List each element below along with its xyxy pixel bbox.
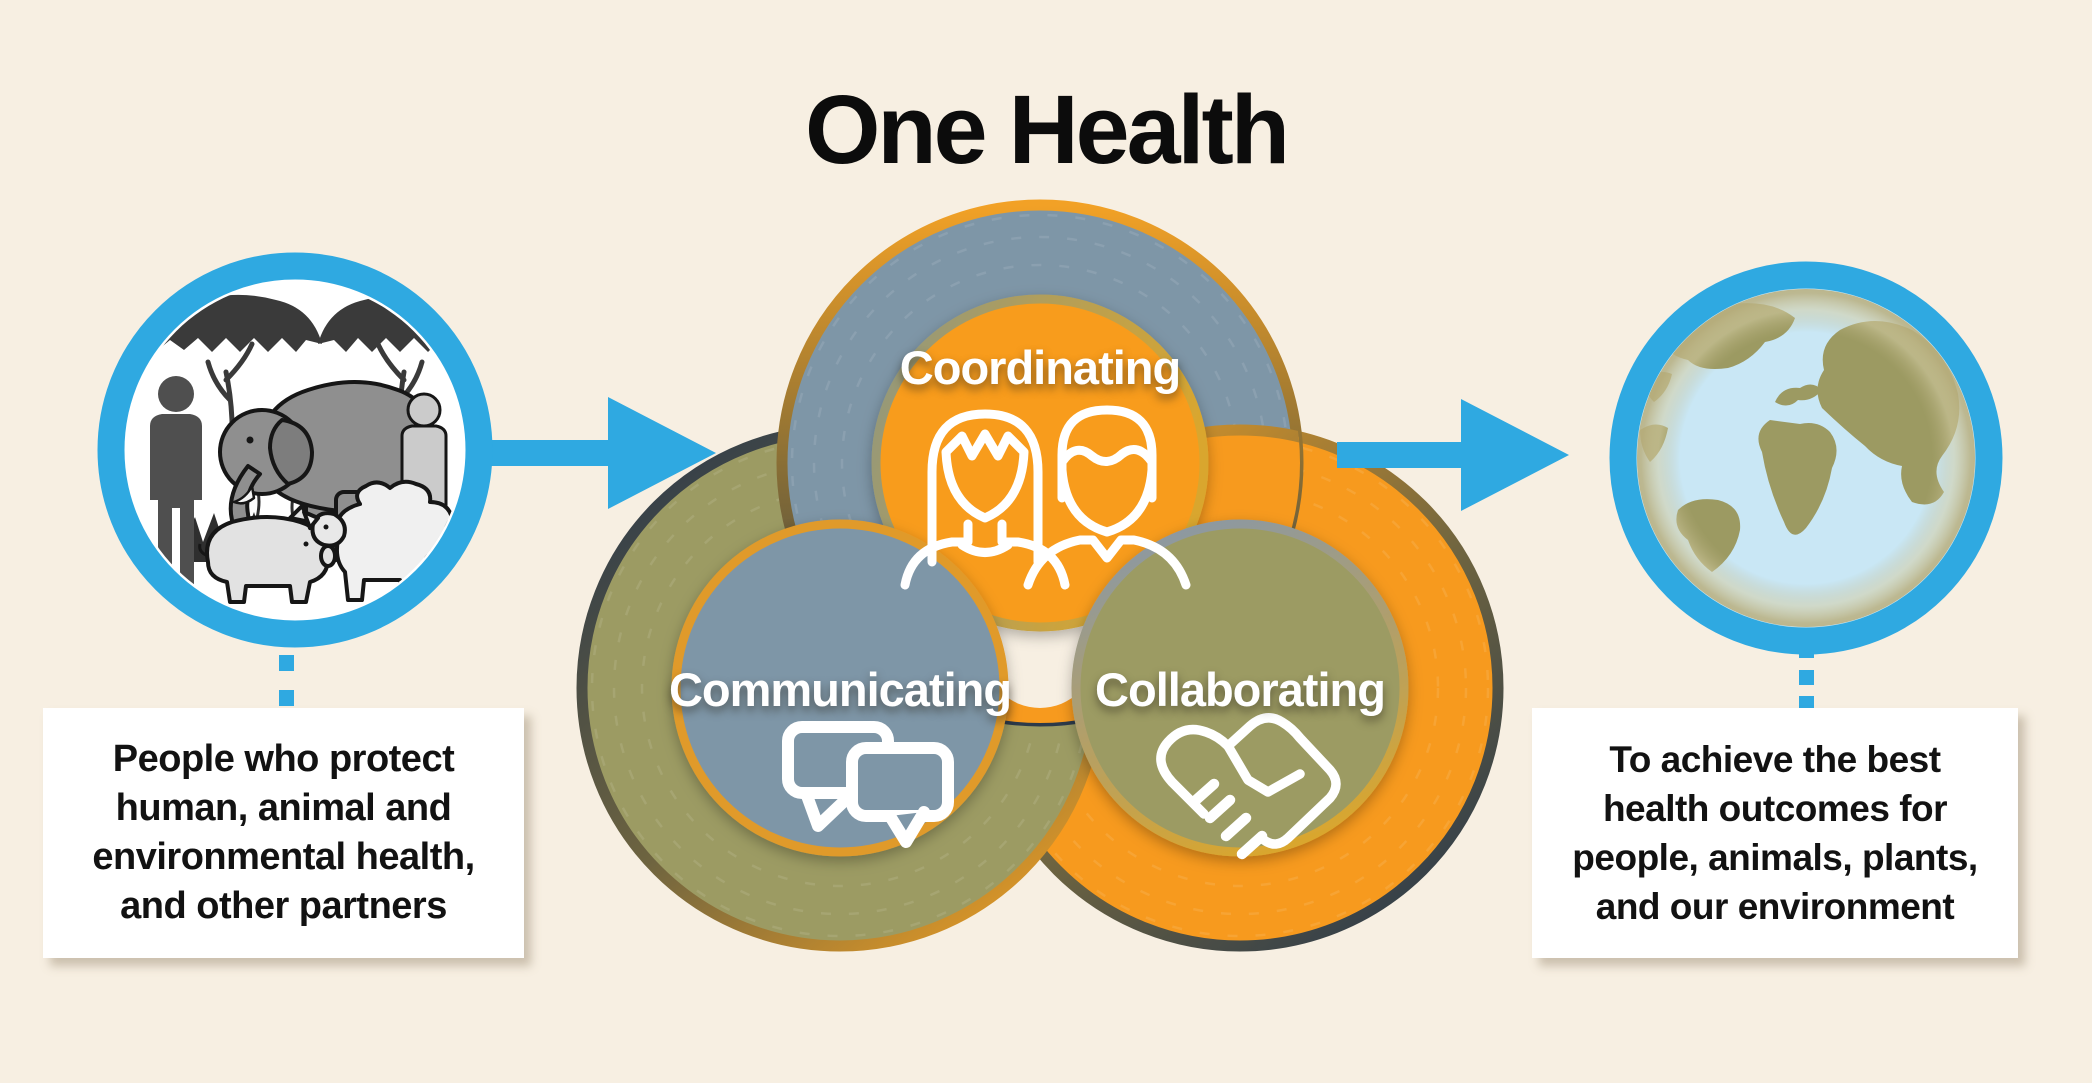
venn-label-collaborating: Collaborating <box>1095 663 1386 716</box>
right-caption-box: To achieve the best health outcomes for … <box>1532 708 2018 958</box>
arrow-left-to-venn <box>472 397 716 509</box>
globe-icon <box>1609 261 2003 708</box>
people-animals-environment-illustration <box>97 252 493 706</box>
venn-trefoil <box>576 199 1504 952</box>
venn-label-coordinating: Coordinating <box>899 341 1181 394</box>
left-caption-box: People who protect human, animal and env… <box>43 708 524 958</box>
venn-label-communicating: Communicating <box>668 663 1012 716</box>
pig-icon <box>198 504 337 604</box>
dotted-connector <box>279 632 294 706</box>
person-icon <box>150 376 202 596</box>
left-caption-text: People who protect human, animal and env… <box>92 738 475 927</box>
page-title: One Health <box>804 74 1290 184</box>
speech-bubbles-icon <box>782 721 954 848</box>
right-caption-text: To achieve the best health outcomes for … <box>1572 739 1978 927</box>
elephant-icon <box>218 380 446 554</box>
dotted-connector <box>1799 646 1814 708</box>
two-people-icon <box>900 405 1191 590</box>
handshake-icon <box>1156 713 1341 860</box>
arrow-venn-to-globe <box>1337 399 1569 511</box>
